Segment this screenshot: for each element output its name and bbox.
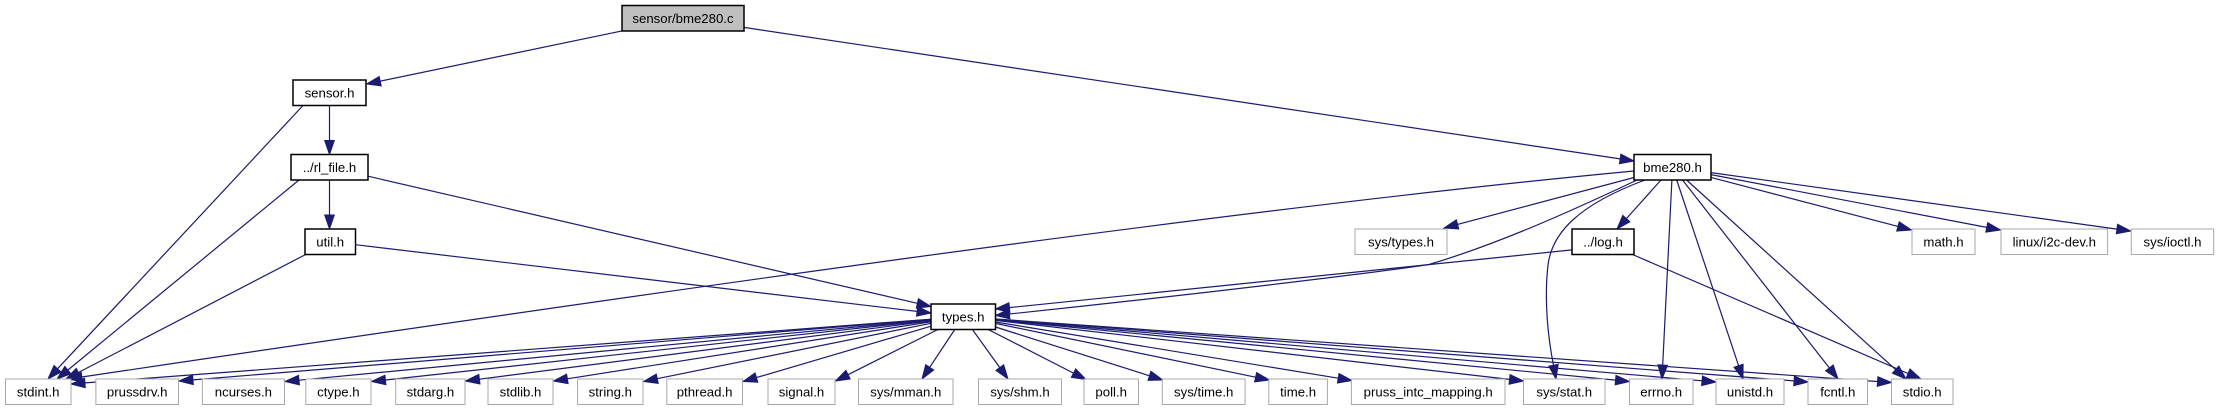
svg-text:sys/types.h: sys/types.h [1368,234,1434,249]
svg-text:sys/time.h: sys/time.h [1174,384,1233,399]
svg-text:sys/shm.h: sys/shm.h [990,384,1049,399]
svg-text:ctype.h: ctype.h [317,384,360,399]
svg-text:pruss_intc_mapping.h: pruss_intc_mapping.h [1364,384,1493,399]
svg-text:linux/i2c-dev.h: linux/i2c-dev.h [2013,234,2096,249]
svg-text:stdint.h: stdint.h [17,384,60,399]
svg-text:string.h: string.h [589,384,632,399]
svg-text:signal.h: signal.h [779,384,824,399]
svg-text:util.h: util.h [316,234,344,249]
svg-text:errno.h: errno.h [1640,384,1682,399]
svg-text:sys/ioctl.h: sys/ioctl.h [2144,234,2202,249]
svg-text:stdarg.h: stdarg.h [407,384,455,399]
svg-text:math.h: math.h [1923,234,1963,249]
svg-text:../rl_file.h: ../rl_file.h [303,160,357,175]
svg-text:sys/mman.h: sys/mman.h [870,384,941,399]
svg-text:prussdrv.h: prussdrv.h [107,384,168,399]
svg-text:fcntl.h: fcntl.h [1820,384,1855,399]
svg-text:sensor.h: sensor.h [305,85,355,100]
svg-text:stdio.h: stdio.h [1903,384,1942,399]
svg-text:poll.h: poll.h [1095,384,1127,399]
svg-text:pthread.h: pthread.h [677,384,733,399]
svg-text:bme280.h: bme280.h [1643,160,1702,175]
svg-text:ncurses.h: ncurses.h [215,384,272,399]
svg-text:unistd.h: unistd.h [1727,384,1773,399]
svg-text:stdlib.h: stdlib.h [500,384,542,399]
svg-text:types.h: types.h [942,309,985,324]
svg-text:time.h: time.h [1280,384,1316,399]
svg-text:sys/stat.h: sys/stat.h [1536,384,1592,399]
svg-text:../log.h: ../log.h [1583,234,1623,249]
svg-text:sensor/bme280.c: sensor/bme280.c [632,11,734,26]
